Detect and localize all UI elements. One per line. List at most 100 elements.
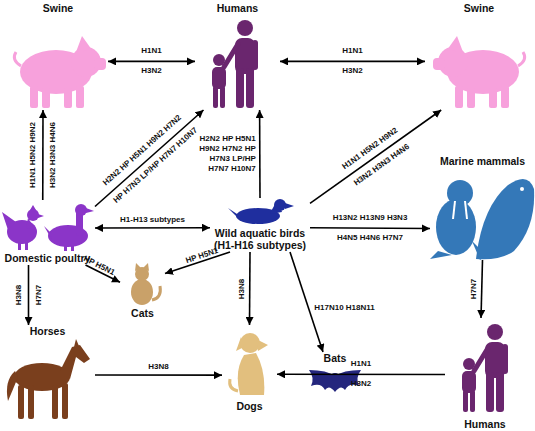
host-label: Wild aquatic birds (H1-H16 subtypes) <box>210 227 310 252</box>
host-label: Domestic poultry <box>0 252 95 265</box>
animal-silhouette <box>445 318 525 431</box>
host-node: Humans <box>445 318 525 431</box>
silhouette-part <box>274 199 286 211</box>
host-node: Domestic poultry <box>0 200 95 265</box>
silhouette-part <box>228 208 240 220</box>
silhouette-part <box>236 337 244 351</box>
silhouette-part <box>25 242 28 250</box>
silhouette-part <box>52 385 58 419</box>
silhouette-part <box>143 263 149 271</box>
silhouette-part <box>135 263 141 271</box>
host-label: Horses <box>0 325 95 338</box>
host-label: Humans <box>195 2 280 15</box>
animal-silhouette <box>425 2 533 110</box>
subtype-label: H3N8 H7N7 <box>9 280 49 310</box>
silhouette-part <box>309 370 361 392</box>
silhouette-part <box>518 52 525 66</box>
host-label: Swine <box>8 2 108 15</box>
subtype-label: H2N2 HP H5N1 H9N2 H7N2 HP H7N3 LP/HP H7N… <box>190 134 256 174</box>
silhouette-part <box>238 353 265 395</box>
subtype-label: H1-H13 subtypes <box>103 215 203 225</box>
silhouette-part <box>433 58 445 70</box>
subtype-label: H1N1 H5N2 H9N2 H3N2 H3N3 H4N6 <box>333 118 418 195</box>
silhouette-part <box>224 44 238 67</box>
subtype-label: H17N10 H18N11 <box>305 303 385 313</box>
silhouette-part <box>462 371 476 393</box>
silhouette-part <box>64 88 72 108</box>
silhouette-part <box>131 279 153 305</box>
host-label: Cats <box>120 307 165 320</box>
silhouette-part <box>236 68 244 108</box>
silhouette-part <box>447 180 473 206</box>
silhouette-part <box>489 88 497 108</box>
animal-silhouette <box>8 2 108 110</box>
silhouette-part <box>60 345 90 379</box>
silhouette-part <box>74 339 79 347</box>
silhouette-part <box>18 242 21 250</box>
transmission-arrow <box>108 61 195 63</box>
silhouette-part <box>463 358 475 370</box>
silhouette-part <box>455 86 463 108</box>
silhouette-part <box>487 324 503 340</box>
host-node: Wild aquatic birds (H1-H16 subtypes) <box>210 198 310 252</box>
silhouette-part <box>76 36 92 52</box>
silhouette-part <box>14 52 21 66</box>
silhouette-part <box>62 383 68 419</box>
silhouette-part <box>2 212 16 230</box>
host-node: Cats <box>120 262 165 320</box>
animal-silhouette <box>195 2 280 110</box>
silhouette-part <box>470 390 475 412</box>
transmission-arrow <box>95 110 204 207</box>
host-label: Humans <box>445 418 525 431</box>
silhouette-part <box>64 245 67 251</box>
silhouette-part <box>7 371 18 401</box>
animal-silhouette <box>222 325 277 413</box>
silhouette-part <box>30 205 36 210</box>
silhouette-part <box>94 58 106 70</box>
transmission-arrow <box>165 252 230 274</box>
host-label: Bats <box>305 352 365 365</box>
silhouette-part <box>486 372 494 412</box>
silhouette-part <box>501 86 509 108</box>
subtype-label: H3N8 <box>139 362 179 372</box>
transmission-arrow <box>310 227 430 229</box>
silhouette-part <box>502 344 508 374</box>
subtype-label: H2N2 HP H5N1 H9N2 H7N2 HP H7N3 LP/HP H7N… <box>93 105 205 211</box>
subtype-label: H13N2 H13N9 H3N3 H4N5 H4N6 H7N7 <box>323 208 418 248</box>
silhouette-part <box>430 251 452 259</box>
host-node: Humans <box>195 2 280 110</box>
silhouette-part <box>26 218 36 230</box>
silhouette-part <box>28 385 34 419</box>
silhouette-part <box>27 209 39 221</box>
silhouette-part <box>213 86 218 108</box>
transmission-arrow <box>95 227 210 229</box>
transmission-arrow <box>277 373 445 375</box>
transmission-arrow <box>86 265 121 282</box>
silhouette-part <box>237 20 253 36</box>
silhouette-part <box>520 187 524 191</box>
silhouette-part <box>86 208 94 213</box>
host-label: Dogs <box>222 400 277 413</box>
silhouette-part <box>71 245 74 251</box>
transmission-arrow <box>280 61 425 63</box>
host-node: Bats <box>305 352 365 402</box>
transmission-arrow <box>249 252 251 325</box>
silhouette-part <box>453 201 455 219</box>
transmission-arrow <box>481 260 483 318</box>
transmission-arrow <box>95 374 222 376</box>
silhouette-part <box>38 214 44 218</box>
silhouette-part <box>256 339 268 351</box>
silhouette-part <box>465 201 467 219</box>
subtype-label: H7N7 <box>469 269 479 309</box>
silhouette-part <box>30 86 38 108</box>
subtype-label: H1N1 H3N2 <box>137 41 167 81</box>
host-label: Marine mammals <box>430 155 535 168</box>
silhouette-part <box>474 348 488 371</box>
host-node: Marine mammals <box>430 155 535 260</box>
silhouette-part <box>252 40 258 70</box>
silhouette-part <box>496 372 504 412</box>
host-node: Horses <box>0 325 95 425</box>
silhouette-part <box>285 203 294 209</box>
silhouette-part <box>212 67 226 89</box>
